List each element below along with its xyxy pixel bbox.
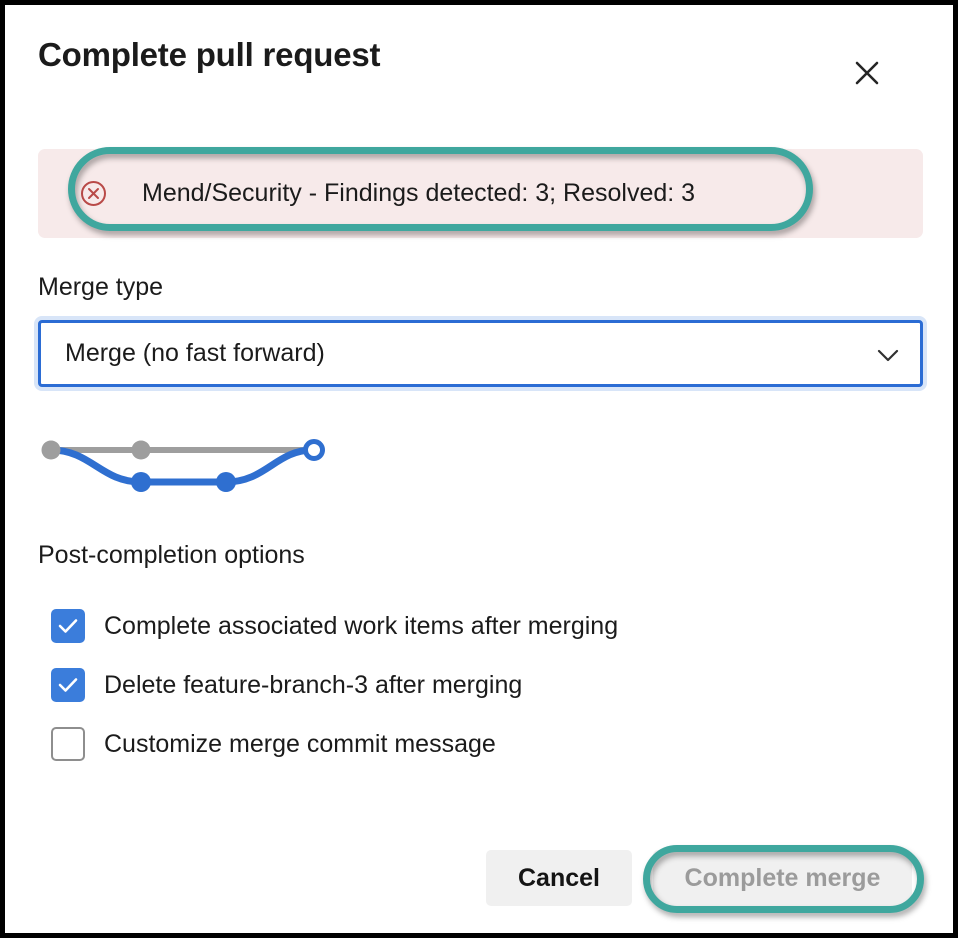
merge-type-select[interactable]: Merge (no fast forward) xyxy=(38,320,923,387)
branch-commit-1 xyxy=(131,472,151,492)
status-banner-text: Mend/Security - Findings detected: 3; Re… xyxy=(142,179,696,207)
checkbox-complete-work-items[interactable] xyxy=(51,609,85,643)
error-circle-x-icon xyxy=(80,180,107,207)
branch-commit-2 xyxy=(216,472,236,492)
close-icon xyxy=(853,59,881,87)
base-commit-1 xyxy=(41,440,61,460)
post-completion-label: Post-completion options xyxy=(38,541,305,569)
option-label: Customize merge commit message xyxy=(104,729,496,758)
page-title: Complete pull request xyxy=(38,36,381,73)
checkbox-customize-commit-message[interactable] xyxy=(51,727,85,761)
chevron-down-icon xyxy=(876,345,900,367)
merge-graph-diagram xyxy=(33,430,333,502)
merge-commit xyxy=(303,439,325,461)
merge-type-selected-value: Merge (no fast forward) xyxy=(65,339,325,367)
option-label: Complete associated work items after mer… xyxy=(104,611,619,640)
option-customize-commit-message[interactable]: Customize merge commit message xyxy=(51,727,496,761)
close-button[interactable] xyxy=(843,49,891,97)
option-label: Delete feature-branch-3 after merging xyxy=(104,670,523,699)
complete-merge-button[interactable]: Complete merge xyxy=(653,850,912,906)
checkbox-delete-branch[interactable] xyxy=(51,668,85,702)
status-banner: Mend/Security - Findings detected: 3; Re… xyxy=(38,149,923,238)
option-complete-work-items[interactable]: Complete associated work items after mer… xyxy=(51,609,618,643)
complete-pull-request-dialog: Complete pull request Mend/Security - Fi… xyxy=(5,5,953,933)
base-commit-2 xyxy=(131,440,151,460)
merge-type-label: Merge type xyxy=(38,273,164,301)
cancel-button[interactable]: Cancel xyxy=(486,850,632,906)
option-delete-branch[interactable]: Delete feature-branch-3 after merging xyxy=(51,668,522,702)
